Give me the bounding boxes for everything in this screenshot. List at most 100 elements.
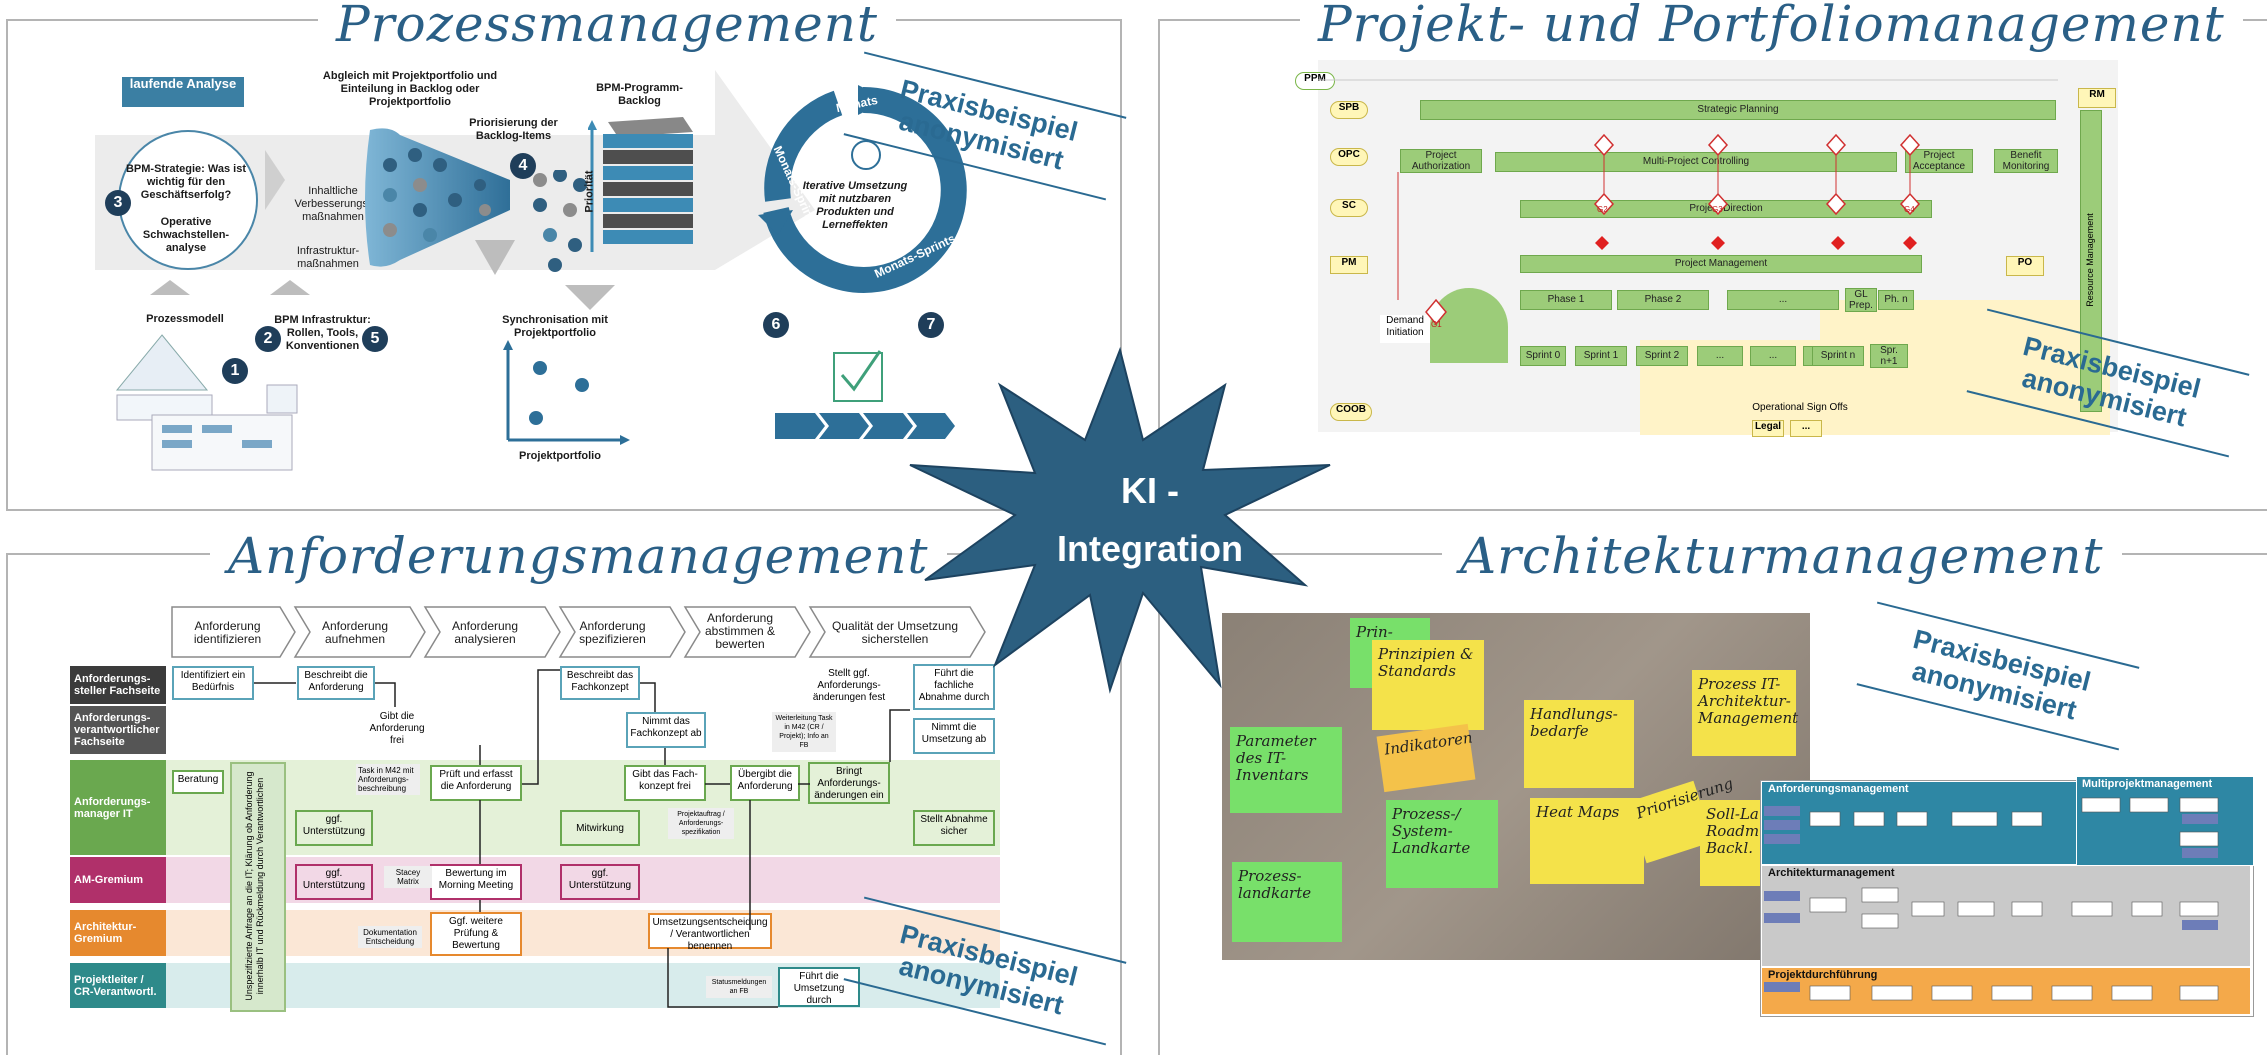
role-ppm: PPM <box>1295 72 1335 90</box>
bpm-infra-label: BPM Infrastruktur: Rollen, Tools, Konven… <box>274 314 371 352</box>
mini-diagram-boxes <box>1764 797 2219 1001</box>
gate-g4: G4 <box>1904 205 1915 214</box>
bar-project-authorization: Project Authorization <box>1400 149 1482 173</box>
step-5: Anforderung abstimmen & bewerten <box>704 611 776 651</box>
backlog-title: BPM-Programm-Backlog <box>596 82 683 107</box>
note-task: Task in M42 mit Anforderungs-beschreibun… <box>356 764 420 795</box>
delivery-arrows <box>775 413 955 439</box>
ki-label-line2: Integration <box>1057 528 1243 569</box>
step-4: Anforderung spezifizieren <box>579 619 646 646</box>
sticky-prozesslandkarte: Prozess-landkarte <box>1232 862 1342 942</box>
demand-hump <box>1430 288 1508 363</box>
operational-signoffs: Operational Sign Offs <box>1752 402 1848 413</box>
scattered-items <box>533 170 587 272</box>
box-stellt-abn: Stellt Abnahme sicher <box>913 810 995 846</box>
prioritaet-label: Priorität <box>583 170 596 213</box>
box-nimmt-fk: Nimmt das Fachkonzept ab <box>626 712 706 748</box>
bar-multi-project: Multi-Project Controlling <box>1495 152 1897 172</box>
role-sc: SC <box>1330 199 1368 217</box>
priorisierung-text: Priorisierung der Backlog-Items <box>469 117 558 142</box>
bar-strategic-planning: Strategic Planning <box>1420 100 2056 120</box>
role-fachseite: Anforderungs-steller Fachseite <box>70 666 166 704</box>
heading-prozessmanagement: Prozessmanagement <box>318 0 897 52</box>
role-manager-it: Anforderungs-manager IT <box>70 760 166 855</box>
box-mitwirkung: Mitwirkung <box>560 810 640 846</box>
legal-dots-box: ... <box>1790 420 1822 437</box>
inhaltlich-text: Inhaltliche Verbesserungs-maßnahmen <box>294 185 372 223</box>
legal-box: Legal <box>1752 420 1784 437</box>
step-1: Anforderung identifizieren <box>193 619 262 646</box>
heading-anforderungsmanagement: Anforderungsmanagement <box>210 528 947 584</box>
gate-g1: G1 <box>1431 320 1442 329</box>
box-fuehrt-abn: Führt die fachliche Abnahme durch <box>913 664 995 710</box>
heading-architekturmanagement: Architekturmanagement <box>1442 528 2122 584</box>
box-ggf2: ggf. Unterstützung <box>295 864 373 900</box>
bar-phase1: Phase 1 <box>1520 290 1612 310</box>
role-verantwortlicher: Anforderungs-verantwortlicher Fachseite <box>70 706 166 754</box>
bar-sprintn: Sprint n <box>1812 346 1864 366</box>
box-gibt-frei: Gibt die Anforderung frei <box>358 707 436 747</box>
role-architektur: Architektur-Gremium <box>70 910 166 956</box>
prozessmodell-thumbnail <box>115 334 298 471</box>
step-number-3: 3 <box>105 190 131 216</box>
anf-step-chevrons <box>171 606 986 658</box>
projektportfolio-plot <box>503 340 630 445</box>
projektportfolio-label: Projektportfolio <box>519 450 601 462</box>
bar-project-management: Project Management <box>1520 255 1922 273</box>
box-fuehrt-ums: Führt die Umsetzung durch <box>778 967 860 1007</box>
abgleich-text: Abgleich mit Projektportfolio und Eintei… <box>322 70 498 108</box>
box-ggf-weitere: Ggf. weitere Prüfung & Bewertung <box>430 912 522 956</box>
box-stellt-ggf: Stellt ggf. Anforderungs-änderungen fest <box>808 664 890 710</box>
box-gibt-fach: Gibt das Fach-konzept frei <box>624 765 706 801</box>
backlog-stack <box>588 117 693 252</box>
box-beratung: Beratung <box>172 770 224 794</box>
check-box <box>833 350 883 402</box>
step-2: Anforderung aufnehmen <box>321 619 389 646</box>
heading-ppm: Projekt- und Portfoliomanagement <box>1300 0 2243 52</box>
bar-phase2: Phase 2 <box>1617 290 1709 310</box>
operative-text: Operative Schwachstellen-analyse <box>142 216 230 254</box>
vertical-request-bar <box>230 762 286 1012</box>
box-umsetzung-ent: Umsetzungsentscheidung / Verantwortliche… <box>648 913 772 952</box>
box-prueft: Prüft und erfasst die Anforderung <box>430 765 522 801</box>
sticky-prinzipien: Prinzipien & Standards <box>1372 640 1484 730</box>
mini-arch-label: Architekturmanagement <box>1768 867 1895 879</box>
bar-benefit-monitoring: Benefit Monitoring <box>1994 149 2058 173</box>
laufende-analyse-box: laufende Analyse <box>122 77 244 107</box>
note-doku: Dokumentation Entscheidung <box>358 926 422 948</box>
sticky-handlungsbedarfe: Handlungs-bedarfe <box>1524 700 1634 788</box>
role-projektleiter: Projektleiter / CR-Verantwortl. <box>70 963 166 1008</box>
step-number-7: 7 <box>918 312 944 338</box>
bar-sprint-dots1: ... <box>1697 346 1743 366</box>
bar-sprn1: Spr. n+1 <box>1870 344 1908 368</box>
step-number-6: 6 <box>763 312 789 338</box>
bar-sprint1: Sprint 1 <box>1575 346 1627 366</box>
role-spb: SPB <box>1330 101 1368 119</box>
ki-integration-starburst <box>909 346 1331 694</box>
role-po: PO <box>2006 256 2044 276</box>
ki-label-line1: KI - <box>1121 470 1179 511</box>
note-weiterleitung: Weiterleitung Task in M42 (CR / Projekt)… <box>772 712 836 752</box>
gate-g3: G3 <box>1712 205 1723 214</box>
gate-g2: G2 <box>1597 205 1608 214</box>
demand-initiation: Demand Initiation <box>1380 315 1430 343</box>
lane-bg-am <box>70 857 1000 903</box>
step-number-5: 5 <box>362 326 388 352</box>
strategy-circle <box>118 130 258 270</box>
box-beschreibt-fk: Beschreibt das Fachkonzept <box>560 666 640 700</box>
step-3: Anforderung analysieren <box>451 619 519 646</box>
box-bringt: Bringt Anforderungs-änderungen ein <box>808 762 890 804</box>
box-nimmt-ums: Nimmt die Umsetzung ab <box>913 718 995 754</box>
box-beschreibt: Beschreibt die Anforderung <box>297 666 375 700</box>
box-ggf3: ggf. Unterstützung <box>560 864 640 900</box>
note-status: Statusmeldungen an FB <box>706 976 772 998</box>
bar-phase-dots: ... <box>1727 290 1839 310</box>
mini-arch <box>1762 866 2250 966</box>
ppm-gates-and-lines <box>1318 79 2058 326</box>
step-number-2: 2 <box>255 326 281 352</box>
role-am-gremium: AM-Gremium <box>70 857 166 903</box>
bpm-strategie-text: BPM-Strategie: Was ist wichtig für den G… <box>125 163 246 201</box>
sticky-heatmaps: Heat Maps <box>1530 798 1644 884</box>
synchronisation-label: Synchronisation mit Projektportfolio <box>502 314 608 339</box>
funnel-graphic <box>365 128 510 267</box>
